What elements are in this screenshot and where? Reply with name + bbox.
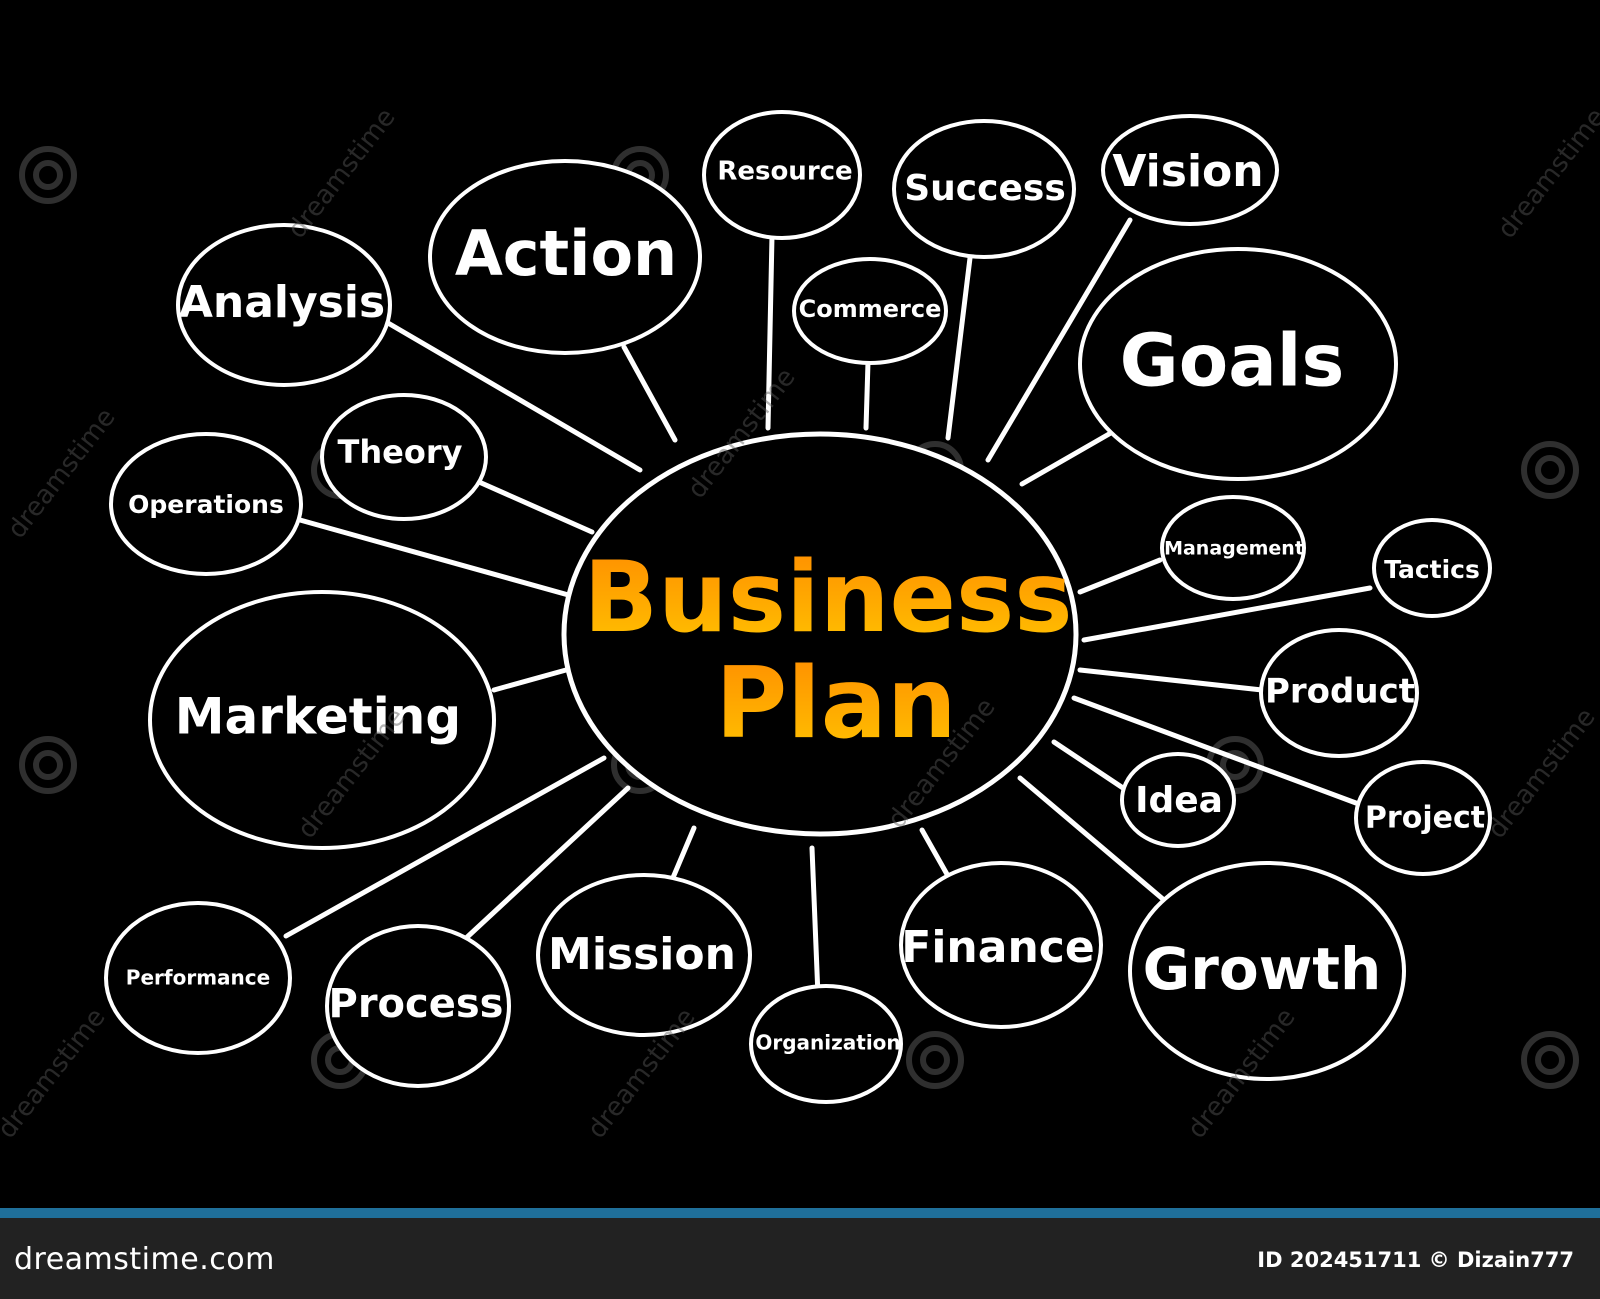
node-analysis — [176, 223, 392, 387]
connector-mission — [669, 825, 697, 883]
connector-action — [621, 344, 678, 443]
node-label-commerce: Commerce — [799, 295, 942, 323]
node-growth — [1128, 861, 1406, 1081]
node-idea — [1120, 752, 1236, 848]
connector-theory — [467, 475, 595, 535]
watermark-swirl-icon — [19, 146, 77, 204]
watermark-swirl-icon — [1535, 455, 1565, 485]
node-performance — [104, 901, 292, 1055]
node-management — [1160, 495, 1306, 601]
node-label-mission: Mission — [548, 929, 736, 980]
connector-resource — [765, 233, 775, 431]
watermark-swirl-icon — [1521, 1031, 1579, 1089]
node-finance — [899, 861, 1103, 1029]
watermark-swirl-icon — [19, 736, 77, 794]
node-label-idea: Idea — [1135, 780, 1223, 821]
connector-vision — [985, 217, 1133, 463]
node-project — [1354, 760, 1492, 876]
node-operations — [109, 432, 303, 576]
connector-analysis — [385, 320, 643, 473]
node-label-operations: Operations — [128, 490, 284, 519]
connector-finance — [919, 827, 951, 879]
node-label-project: Project — [1365, 801, 1485, 836]
footer-site-name: dreamstime.com — [14, 1242, 275, 1277]
watermark-text: dreamstime — [0, 1003, 112, 1145]
node-labels: Analysis Action Resource Commerce Succes… — [126, 146, 1485, 1055]
connector-idea — [1051, 739, 1129, 793]
node-label-analysis: Analysis — [179, 277, 385, 328]
node-resource — [702, 110, 862, 240]
node-theory — [320, 393, 488, 521]
node-process — [325, 924, 511, 1088]
watermark-text: dreamstime — [1492, 103, 1600, 245]
center-node — [561, 431, 1079, 837]
node-action — [428, 159, 702, 355]
connector-performance — [283, 755, 607, 939]
watermark-swirl-icon — [1535, 1045, 1565, 1075]
node-vision — [1101, 114, 1279, 226]
node-label-process: Process — [329, 981, 504, 1027]
center-title-line2: Plan — [715, 647, 956, 761]
connector-project — [1071, 695, 1367, 809]
node-commerce — [792, 257, 948, 365]
watermark-text: dreamstime — [2, 403, 122, 545]
connector-marketing — [491, 667, 569, 693]
connector-product — [1077, 667, 1265, 693]
connector-operations — [297, 517, 575, 599]
watermark-swirl-icon — [920, 1045, 950, 1075]
node-label-success: Success — [904, 168, 1066, 209]
node-mission — [536, 873, 752, 1037]
connector-tactics — [1081, 585, 1373, 643]
connector-lines — [283, 217, 1373, 999]
connector-goals — [1019, 427, 1119, 487]
node-label-marketing: Marketing — [175, 688, 461, 746]
center-title-line1: Business — [583, 541, 1072, 655]
watermark-text: dreamstime — [282, 103, 402, 245]
node-product — [1259, 628, 1419, 758]
watermark-swirl-icon — [906, 1031, 964, 1089]
node-marketing — [148, 590, 496, 850]
watermark-swirl-icon — [1521, 441, 1579, 499]
connector-organization — [809, 845, 821, 999]
footer-image-credit: ID 202451711 © Dizain777 — [1257, 1248, 1574, 1272]
watermark-text: dreamstime — [1482, 703, 1600, 845]
node-label-resource: Resource — [717, 157, 852, 187]
connector-management — [1077, 557, 1163, 595]
node-label-performance: Performance — [126, 966, 270, 990]
connector-process — [461, 785, 631, 943]
node-label-action: Action — [455, 217, 677, 290]
node-label-vision: Vision — [1112, 146, 1263, 197]
node-label-theory: Theory — [338, 433, 463, 471]
watermark-swirl-icon — [33, 750, 63, 780]
node-label-finance: Finance — [901, 922, 1094, 973]
node-goals — [1078, 247, 1398, 481]
connector-commerce — [863, 359, 871, 431]
mind-map: Business Plan Analysis Action Resource C… — [0, 103, 1600, 1145]
node-label-management: Management — [1164, 538, 1304, 560]
connector-success — [945, 255, 973, 441]
node-label-organization: Organization — [755, 1031, 900, 1055]
node-tactics — [1372, 518, 1492, 618]
footer-accent-strip — [0, 1208, 1600, 1218]
node-label-goals: Goals — [1120, 319, 1345, 403]
node-label-tactics: Tactics — [1384, 555, 1480, 584]
node-success — [892, 119, 1076, 259]
node-label-product: Product — [1265, 672, 1415, 712]
footer-bar: dreamstime.com ID 202451711 © Dizain777 — [0, 1208, 1600, 1299]
watermark-swirl-icon — [33, 160, 63, 190]
connector-growth — [1017, 775, 1167, 903]
node-organization — [749, 984, 903, 1104]
node-label-growth: Growth — [1143, 935, 1382, 1003]
node-shapes — [104, 110, 1492, 1104]
